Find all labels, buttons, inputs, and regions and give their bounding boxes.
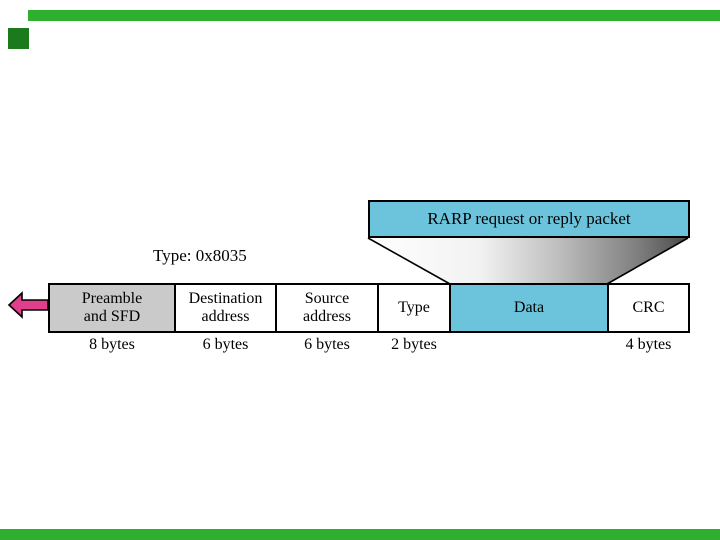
- frame-field-type: Type: [377, 283, 451, 333]
- funnel-gradient-body: [368, 238, 688, 284]
- frame-field-source-address: Source address: [275, 283, 379, 333]
- field-label-line: address: [201, 308, 250, 325]
- byte-count-type: 2 bytes: [391, 336, 437, 353]
- field-label-line: Preamble: [81, 290, 143, 308]
- field-label-line: and SFD: [83, 308, 141, 325]
- field-label-line: CRC: [632, 299, 665, 317]
- funnel-right-edge: [606, 237, 689, 285]
- top-green-bar: [28, 10, 720, 21]
- byte-count-preamble: 8 bytes: [89, 336, 135, 353]
- left-arrow-icon: [7, 291, 49, 319]
- field-label-line: Data: [513, 299, 545, 317]
- bottom-green-bar: [0, 529, 720, 540]
- rarp-callout-box: RARP request or reply packet: [368, 200, 690, 238]
- green-square-decoration: [8, 28, 29, 49]
- field-label-line: address: [303, 308, 351, 325]
- frame-field-crc: CRC: [607, 283, 690, 333]
- frame-field-preamble: Preamble and SFD: [48, 283, 176, 333]
- byte-count-crc: 4 bytes: [625, 336, 672, 353]
- field-label-line: Type: [398, 299, 430, 317]
- funnel-shape: [367, 237, 689, 285]
- frame-field-destination-address: Destination address: [174, 283, 277, 333]
- funnel-left-edge: [367, 237, 451, 285]
- byte-count-source: 6 bytes: [304, 336, 350, 353]
- frame-field-data: Data: [449, 283, 609, 333]
- field-label-line: Destination: [188, 290, 263, 308]
- rarp-callout-label: RARP request or reply packet: [427, 209, 631, 228]
- type-annotation: Type: 0x8035: [153, 246, 247, 265]
- byte-count-destination: 6 bytes: [202, 336, 249, 353]
- field-label-line: Source: [304, 290, 350, 308]
